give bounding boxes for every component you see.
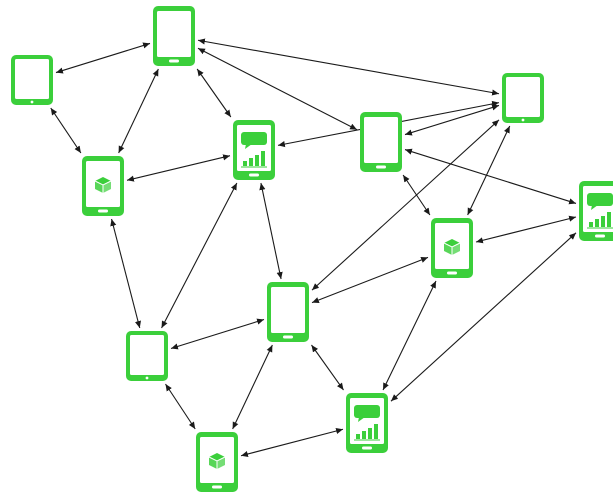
connection-layer [50,38,577,457]
connection-arrow-n10-n12 [165,383,196,430]
device-n2-tablet [11,55,53,105]
device-n3-phone [82,156,124,216]
device-n12-phone [196,432,238,492]
connection-arrow-n5-n7 [467,125,511,216]
device-n6-phone [360,112,402,172]
device-n4-phone [233,120,275,180]
chart-icon [354,405,380,441]
device-layer [11,6,613,492]
connection-arrow-n6-n8 [404,148,577,205]
chart-icon [587,193,613,229]
device-n11-phone [346,393,388,453]
device-n1-phone [153,6,195,66]
screen [350,398,384,444]
screen [271,287,305,333]
connection-arrow-n1-n3 [118,68,159,154]
home-button [249,173,259,177]
connection-arrow-n7-n9 [311,256,429,304]
connection-arrow-n11-n12 [240,428,344,457]
connection-arrow-n3-n4 [126,154,231,182]
screen [237,125,271,171]
screen [15,59,49,99]
home-button [376,165,386,169]
connection-arrow-n4-n9 [259,182,283,280]
device-n8-phone [579,181,613,241]
device-n9-phone [267,282,309,342]
cube-icon [208,453,226,469]
cube-icon [443,239,461,255]
screen [364,117,398,163]
screen [506,77,540,117]
connection-arrow-n9-n12 [232,344,273,430]
device-n7-phone [431,218,473,278]
home-button [595,234,605,238]
connection-arrow-n1-n6 [197,47,358,131]
device-n5-tablet [502,73,544,123]
connection-arrow-n7-n11 [382,280,437,391]
connection-arrow-n9-n11 [311,344,344,391]
home-button [98,209,108,213]
connection-arrow-n5-n6 [404,104,500,136]
screen [157,11,191,57]
connection-arrow-n8-n11 [390,232,577,402]
connection-arrow-n9-n10 [170,318,265,350]
connection-arrow-n3-n10 [110,218,141,329]
screen [130,335,164,375]
connection-arrow-n1-n4 [196,68,232,118]
home-button [145,376,149,380]
cube-icon [94,177,112,193]
connection-arrow-n2-n3 [50,107,82,154]
home-button [283,335,293,339]
home-button [447,271,457,275]
connection-arrow-n1-n5 [197,38,500,96]
home-button [169,59,179,63]
home-button [212,485,222,489]
home-button [521,118,525,122]
home-button [30,100,34,104]
home-button [362,446,372,450]
connection-arrow-n4-n10 [161,182,238,329]
device-n10-tablet [126,331,168,381]
connection-arrow-n7-n8 [475,215,577,244]
connection-arrow-n1-n2 [55,42,151,74]
chart-icon [241,132,267,168]
connection-arrow-n6-n7 [402,174,431,216]
